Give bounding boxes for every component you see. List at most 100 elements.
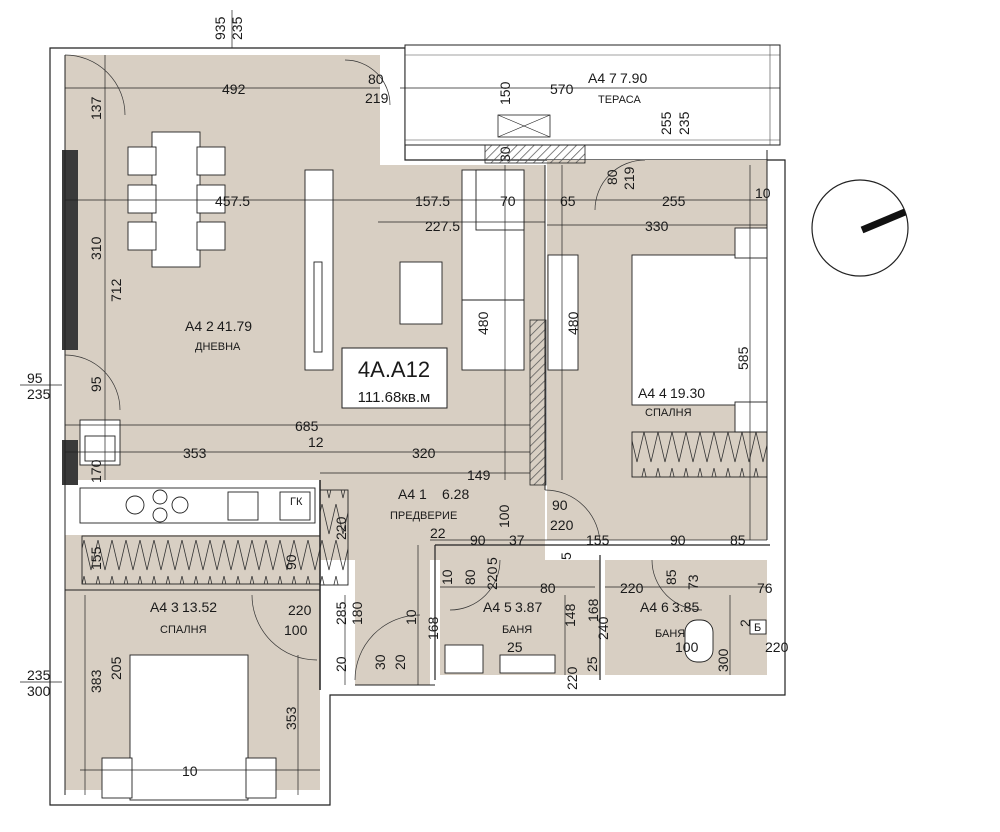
room-id: A4 2 bbox=[185, 318, 214, 334]
dim-label: 30 bbox=[497, 146, 513, 162]
dim-label: 80 bbox=[368, 71, 384, 87]
room-area: 41.79 bbox=[217, 318, 252, 334]
dim-label: 73 bbox=[685, 574, 701, 590]
dim-label: 235 bbox=[229, 16, 245, 40]
cabinet bbox=[547, 254, 579, 371]
dim-label: 85 bbox=[730, 532, 746, 548]
coffee-table bbox=[399, 261, 443, 325]
room-id: A4 7 bbox=[588, 70, 617, 86]
dim-label: 935 bbox=[212, 16, 228, 40]
door-swings bbox=[64, 54, 703, 681]
dim-label: 168 bbox=[425, 616, 441, 640]
dim-label: 168 bbox=[585, 598, 601, 622]
dim-label: 219 bbox=[621, 166, 637, 190]
chair bbox=[196, 146, 226, 176]
dim-label: 235 bbox=[27, 667, 51, 683]
dim-label: 90 bbox=[470, 532, 486, 548]
dim-label: 100 bbox=[496, 504, 512, 528]
dim-label: 220 bbox=[620, 580, 644, 596]
dim-label: 10 bbox=[403, 609, 419, 625]
unit-area: 111.68кв.м bbox=[358, 389, 431, 406]
dim-label: 137 bbox=[88, 96, 104, 120]
washbasin bbox=[444, 644, 484, 674]
dim-label: 320 bbox=[412, 445, 436, 461]
room-name: ТЕРАСА bbox=[598, 94, 641, 106]
chair bbox=[127, 184, 157, 214]
room-id: A4 4 bbox=[638, 385, 667, 401]
dim-label: 100 bbox=[284, 622, 308, 638]
room-area: 3.85 bbox=[672, 599, 699, 615]
dim-label: 10 bbox=[439, 569, 455, 585]
dimension-labels: 492 80 219 570 457.5 157.5 70 65 255 10 … bbox=[27, 71, 789, 779]
dim-label: 90 bbox=[283, 554, 299, 570]
tv bbox=[313, 261, 323, 353]
chair bbox=[127, 146, 157, 176]
bed bbox=[631, 254, 768, 406]
wardrobe bbox=[631, 431, 768, 478]
kitchen-counter bbox=[79, 487, 316, 524]
gk-label: ГК bbox=[290, 496, 303, 508]
dim-label: 310 bbox=[88, 236, 104, 260]
hall-wardrobe bbox=[319, 489, 349, 586]
dim-label: 353 bbox=[283, 706, 299, 730]
room-area: 13.52 bbox=[182, 599, 217, 615]
bed bbox=[129, 654, 249, 801]
dim-label: 10 bbox=[182, 763, 198, 779]
dim-label: 5 bbox=[484, 557, 500, 565]
room-id: A4 3 bbox=[150, 599, 179, 615]
dim-label: 80 bbox=[462, 569, 478, 585]
dim-label: 300 bbox=[715, 648, 731, 672]
chair bbox=[196, 184, 226, 214]
dim-label: 148 bbox=[562, 603, 578, 627]
dim-label: 480 bbox=[475, 311, 491, 335]
dim-label: 90 bbox=[552, 497, 568, 513]
room-name: ДНЕВНА bbox=[195, 341, 241, 353]
dim-label: 180 bbox=[349, 601, 365, 625]
dim-label: 157.5 bbox=[415, 193, 450, 209]
dim-label: 205 bbox=[108, 656, 124, 680]
room-name: БАНЯ bbox=[655, 628, 685, 640]
dim-label: 95 bbox=[27, 370, 43, 386]
dim-label: 285 bbox=[333, 601, 349, 625]
dim-label: 85 bbox=[663, 569, 679, 585]
chair bbox=[127, 221, 157, 251]
room-name: ПРЕДВЕРИЕ bbox=[390, 510, 457, 522]
dim-label: 570 bbox=[550, 81, 574, 97]
dim-label: 155 bbox=[586, 532, 610, 548]
dim-label: 76 bbox=[757, 580, 773, 596]
gk-box bbox=[279, 491, 311, 521]
b-label: Б bbox=[754, 622, 761, 634]
dim-label: 220 bbox=[288, 602, 312, 618]
dim-label: 300 bbox=[27, 683, 51, 699]
dim-label: 220 bbox=[564, 666, 580, 690]
dim-label: 255 bbox=[658, 111, 674, 135]
dim-label: 30 bbox=[372, 654, 388, 670]
dim-label: 22 bbox=[430, 525, 446, 541]
dim-label: 100 bbox=[675, 639, 699, 655]
dim-label: 685 bbox=[295, 418, 319, 434]
unit-code: 4A.A12 bbox=[358, 357, 430, 382]
dim-label: 2 bbox=[737, 619, 753, 627]
dim-label: 227.5 bbox=[425, 218, 460, 234]
room-area: 7.90 bbox=[620, 70, 647, 86]
toilet bbox=[684, 619, 714, 663]
dim-label: 20 bbox=[392, 654, 408, 670]
compass-icon bbox=[811, 179, 909, 277]
dim-label: 90 bbox=[670, 532, 686, 548]
dim-label: 5 bbox=[558, 552, 574, 560]
b-box bbox=[749, 619, 767, 635]
dim-label: 149 bbox=[467, 467, 491, 483]
dim-label: 220 bbox=[765, 639, 789, 655]
dim-label: 65 bbox=[560, 193, 576, 209]
dimension-lines bbox=[20, 10, 780, 795]
room-area: 6.28 bbox=[442, 486, 469, 502]
dim-label: 25 bbox=[507, 639, 523, 655]
dim-label: 20 bbox=[333, 656, 349, 672]
dining-table bbox=[151, 131, 201, 268]
dim-label: 150 bbox=[497, 81, 513, 105]
dim-label: 255 bbox=[662, 193, 686, 209]
terrace bbox=[404, 44, 781, 146]
dim-label: 95 bbox=[88, 376, 104, 392]
